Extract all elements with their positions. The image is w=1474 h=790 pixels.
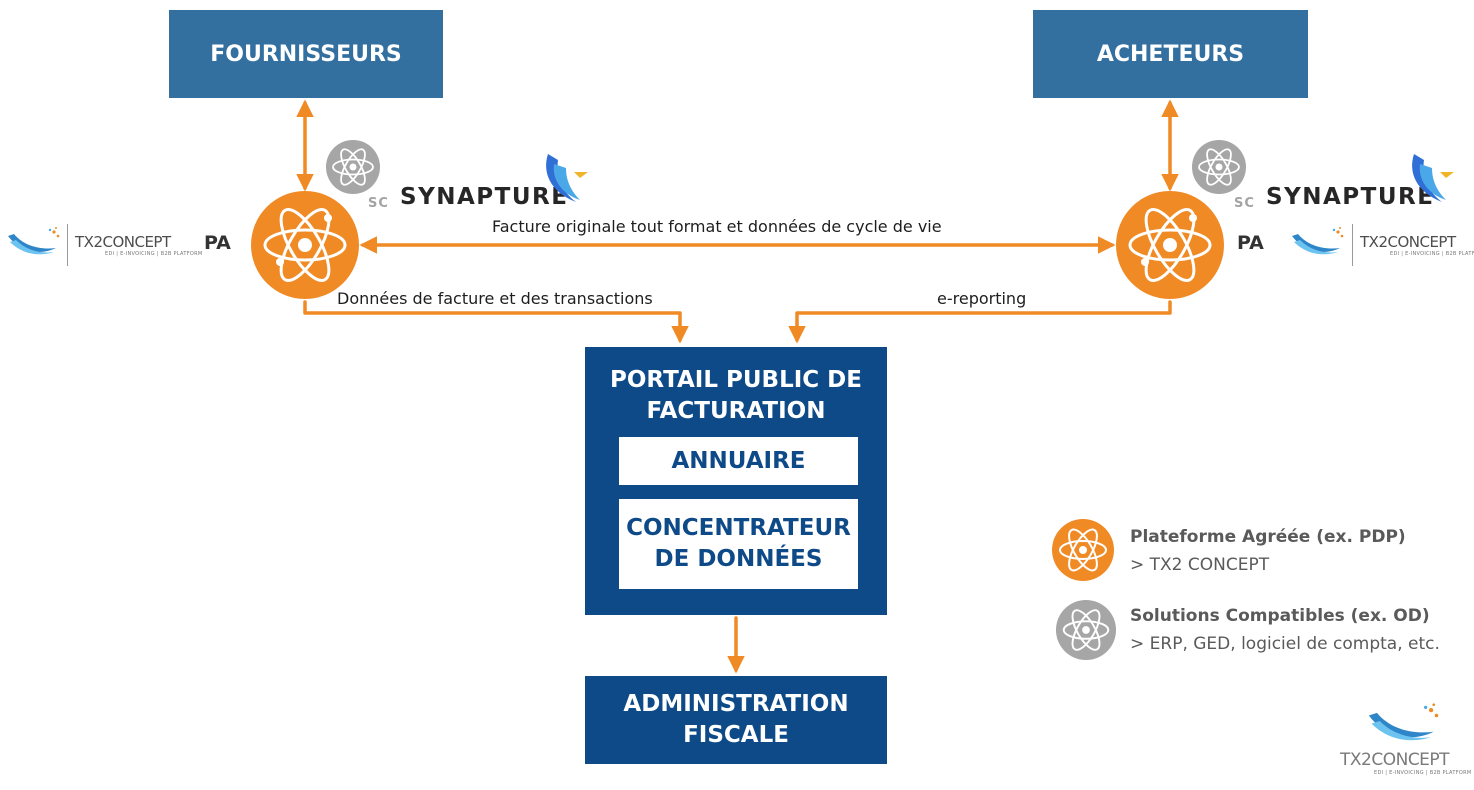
tx2-swoosh-icon [1368,703,1439,741]
tx2-logo: TX2CONCEPT EDI | E-INVOICING | B2B PLATF… [1340,750,1472,790]
tx2-tagline: EDI | E-INVOICING | B2B PLATFORM [1374,770,1472,776]
arrow-left-pa-portal [303,300,689,344]
synapture-prefix: SC [1234,196,1255,211]
tax-admin-label: ADMINISTRATION FISCALE [623,691,849,748]
atom-icon [251,191,359,299]
bird-icon [1412,154,1454,202]
atom-icon [1116,191,1224,299]
suppliers-box: FOURNISSEURS [169,10,443,98]
synapture-name: SYNAPTURE [400,184,569,210]
portal-title: PORTAIL PUBLIC DE FACTURATION [610,367,862,424]
tx2-name: TX2CONCEPT [75,233,171,251]
legend-subtitle-platform: > TX2 CONCEPT [1130,555,1270,575]
synapture-logo: SC SYNAPTURE [1234,180,1464,220]
legend-subtitle-compatible: > ERP, GED, logiciel de compta, etc. [1130,634,1440,654]
tx2-swoosh-icon [1292,227,1344,255]
directory-label: ANNUAIRE [671,447,806,474]
synapture-logo: SC SYNAPTURE [368,180,598,220]
tx2-logo: TX2CONCEPT EDI | E-INVOICING | B2B PLATF… [1360,233,1474,273]
buyers-label: ACHETEURS [1096,41,1245,67]
synapture-name: SYNAPTURE [1266,184,1435,210]
tx2-tagline: EDI | E-INVOICING | B2B PLATFORM [105,251,203,257]
pa-label-left: PA [204,232,231,254]
atom-icon [1055,599,1117,661]
portal-box: PORTAIL PUBLIC DE FACTURATION ANNUAIRE C… [585,347,887,615]
directory-box: ANNUAIRE [619,437,858,485]
tax-admin-box: ADMINISTRATION FISCALE [585,676,887,764]
bird-icon [546,154,588,202]
tx2-name: TX2CONCEPT [1360,233,1456,251]
arrow-right-pa-portal [788,300,1172,344]
tx2-tagline: EDI | E-INVOICING | B2B PLATFORM [1390,251,1474,257]
tx2-swoosh-icon [8,227,60,255]
suppliers-label: FOURNISSEURS [210,41,402,67]
atom-icon [326,140,380,194]
buyers-box: ACHETEURS [1033,10,1308,98]
concentrator-box: CONCENTRATEUR DE DONNÉES [619,499,858,589]
atom-icon [1052,519,1114,581]
edge-label-between-pa: Facture originale tout format et données… [492,217,942,236]
legend-title-platform: Plateforme Agréée (ex. PDP) [1130,527,1406,547]
tx2-logo: TX2CONCEPT EDI | E-INVOICING | B2B PLATF… [75,233,202,273]
synapture-prefix: SC [368,196,389,211]
edge-label-right-portal: e-reporting [937,289,1027,308]
tx2-divider [1352,224,1353,266]
edge-label-left-portal: Données de facture et des transactions [337,289,653,308]
concentrator-label: CONCENTRATEUR DE DONNÉES [626,515,851,572]
tx2-name: TX2CONCEPT [1340,750,1450,770]
tx2-divider [67,224,68,266]
pa-label-right: PA [1237,232,1264,254]
atom-icon [1192,140,1246,194]
legend-title-compatible: Solutions Compatibles (ex. OD) [1130,606,1430,626]
